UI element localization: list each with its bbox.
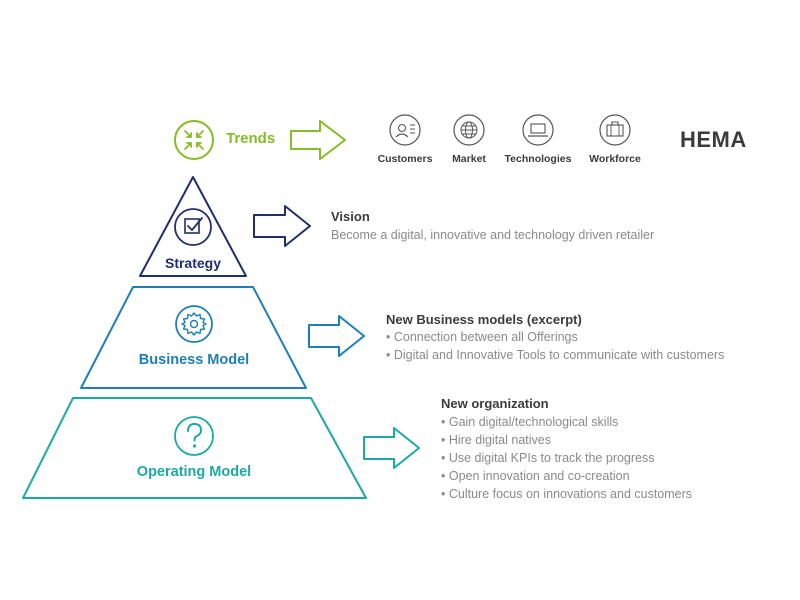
business-line: • Connection between all Offerings [386,330,578,344]
business-line: • Digital and Innovative Tools to commun… [386,348,725,362]
strategy-label: Strategy [164,255,222,271]
trends-icon [174,120,214,160]
organization-line: • Gain digital/technological skills [441,415,619,429]
customers-icon [389,114,421,146]
trends-arrow [290,120,346,160]
operating-model-label: Operating Model [136,464,252,480]
laptop-icon [522,114,554,146]
business-model-label: Business Model [138,352,250,368]
vision-title: Vision [331,209,370,224]
organization-title: New organization [441,396,549,411]
organization-line: • Open innovation and co-creation [441,469,630,483]
business-model-trapezoid [80,286,307,389]
brand-logo-text: HEMA [680,127,747,152]
briefcase-icon [599,114,631,146]
trends-label: Trends [226,130,276,147]
organization-line: • Culture focus on innovations and custo… [441,487,693,501]
question-icon [174,416,214,456]
business-title: New Business models (excerpt) [386,312,582,327]
organization-arrow [363,427,420,469]
organization-line: • Hire digital natives [441,433,551,447]
vision-arrow [253,205,311,247]
category-label-market: Market [452,153,486,165]
organization-line: • Use digital KPIs to track the progress [441,451,655,465]
globe-icon [453,114,485,146]
vision-line: Become a digital, innovative and technol… [331,228,655,242]
category-label-technologies: Technologies [504,153,572,165]
gear-icon [175,305,213,343]
category-label-workforce: Workforce [589,153,641,165]
operating-model-trapezoid [22,397,367,499]
business-arrow [308,315,365,357]
category-label-customers: Customers [377,153,433,165]
strategy-triangle [139,176,247,277]
checkbox-icon [174,208,212,246]
